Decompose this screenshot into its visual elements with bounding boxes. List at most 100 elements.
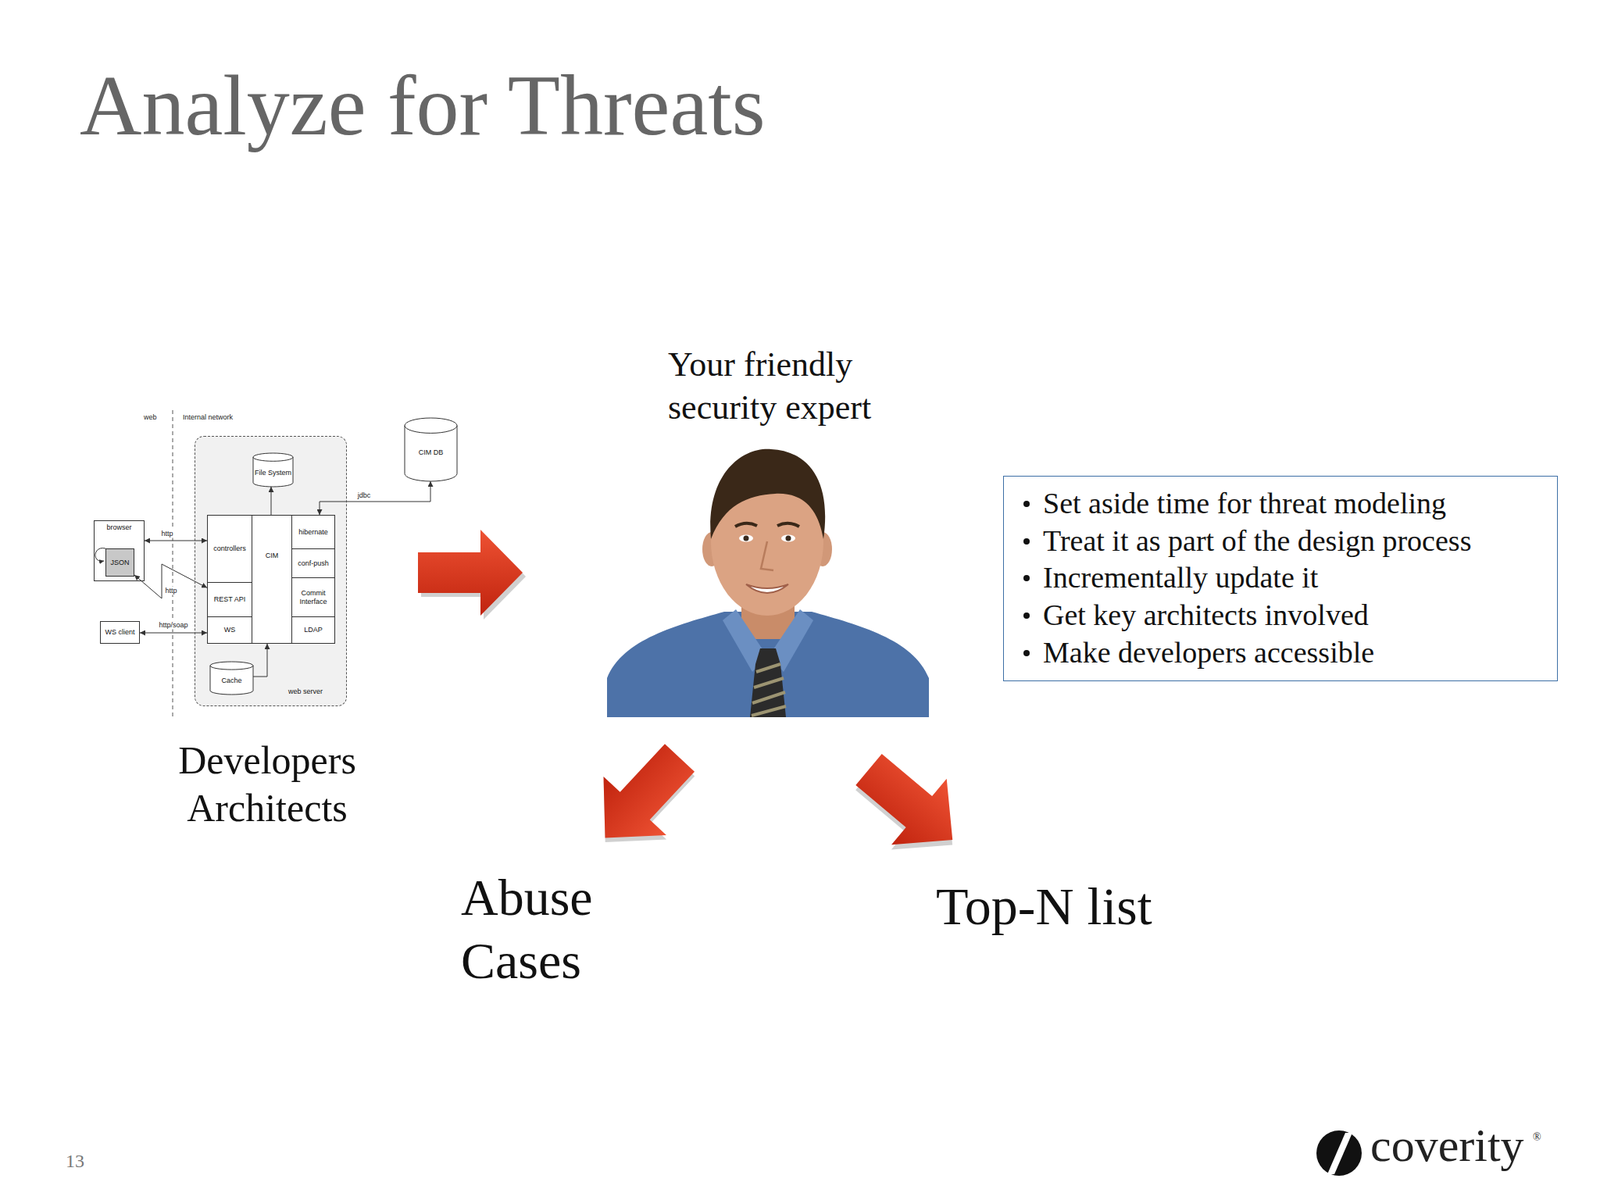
edge-label-box: http/soap (157, 621, 190, 630)
edge-layer (134, 481, 431, 677)
edge-label-box: http (159, 529, 175, 539)
component-box: REST API (207, 582, 253, 618)
zone-label: web (143, 413, 158, 422)
region-ground-layer (194, 435, 347, 707)
connector (319, 481, 431, 515)
iris (785, 535, 792, 542)
connector (139, 632, 208, 634)
bullet-dot (1023, 500, 1030, 508)
logo-circle (1316, 1130, 1362, 1176)
logo-text: coverity (1370, 1119, 1525, 1172)
nose (760, 541, 774, 571)
bullet-text: Incrementally update it (1042, 559, 1318, 597)
red-arrow (841, 736, 981, 873)
storage-cylinder: File System (253, 453, 293, 487)
output-label: Abuse Cases (460, 868, 593, 990)
tie-stripes (751, 664, 786, 716)
edge-label: jdbc (357, 491, 372, 500)
label-box: Abuse Cases (460, 865, 641, 993)
bullet-text: Get key architects involved (1042, 596, 1369, 635)
loop-arrow (95, 548, 106, 562)
node-text: web server (288, 687, 323, 697)
zone-label: Internal network (182, 413, 233, 422)
bullet-text: Treat it as part of the design process (1042, 522, 1472, 561)
bullet-dot (1023, 575, 1030, 582)
component-box: WS (207, 616, 253, 644)
tie (750, 648, 786, 718)
node-text: controllers (213, 544, 247, 554)
block-arrow (417, 529, 526, 620)
connector (144, 540, 208, 542)
eye (739, 535, 754, 543)
logo-slash (1327, 1132, 1353, 1175)
node-text: CIM (265, 551, 279, 561)
edge-label: http (160, 529, 173, 538)
role-caption: Developers Architects (178, 738, 357, 830)
bullet-dot (1023, 650, 1030, 657)
node-text: CIM DB (418, 448, 444, 458)
label-box: web (143, 412, 158, 422)
database-cylinder: CIM DB (404, 417, 458, 482)
label-box: ® (1532, 1131, 1542, 1144)
node-text: Commit Interface (293, 589, 333, 607)
bullet-row: Set aside time for threat modeling (1023, 485, 1548, 523)
node-text: browser (106, 523, 132, 533)
browser-box: browserJSON (93, 520, 145, 582)
eye (781, 535, 796, 543)
bullet-row: Incrementally update it (1023, 559, 1548, 597)
component-box: Commit Interface (291, 577, 336, 618)
bullet-dot (1023, 538, 1030, 545)
component-box: conf-push (291, 548, 336, 579)
role-caption: Your friendly security expert (667, 345, 872, 427)
red-arrow (417, 529, 523, 616)
cylinder-rim (404, 425, 458, 434)
edge-label-box: http (163, 586, 179, 596)
output-label: Top-N list (935, 876, 1153, 936)
bullet-row: Treat it as part of the design process (1023, 522, 1548, 561)
registered-mark: ® (1532, 1131, 1542, 1143)
node-text: WS client (104, 628, 135, 637)
bullet-text: Set aside time for threat modeling (1042, 485, 1447, 523)
edge-label: http/soap (158, 621, 188, 629)
node-text: JSON (110, 558, 129, 568)
node-text: WS (224, 625, 236, 635)
cylinder-rim (210, 665, 254, 670)
node-text: Cache (221, 676, 242, 686)
mouth (746, 584, 789, 593)
logo-mark (1316, 1130, 1362, 1176)
hair (710, 449, 825, 540)
edge-label-box: jdbc (356, 491, 373, 500)
node-text: hibernate (298, 528, 329, 537)
cylinder-body (404, 417, 458, 482)
iris (743, 535, 750, 542)
node-text: File System (254, 468, 292, 478)
label-box: Top-N list (935, 874, 1153, 939)
cylinder-body (253, 453, 293, 487)
connector (134, 564, 208, 599)
connector (271, 486, 272, 515)
slide-title: Analyze for Threats (79, 57, 766, 154)
component-box: LDAP (291, 616, 336, 644)
connector (253, 643, 268, 677)
bullet-row: Make developers accessible (1023, 634, 1548, 672)
page-number: 13 (65, 1150, 85, 1172)
component-box: hibernate (291, 514, 336, 550)
bullet-dot (1023, 612, 1030, 619)
label-box: 13 (65, 1150, 85, 1172)
label-box: coverity (1370, 1121, 1525, 1169)
cylinder-rim (253, 457, 293, 461)
cylinder-body (210, 661, 254, 695)
expert-photo (607, 449, 929, 718)
bullet-row: Get key architects involved (1023, 596, 1548, 635)
label-box: Developers Architects (150, 736, 385, 833)
server-region: web server File System controllersCIM hiber… (194, 435, 347, 707)
region-ground (194, 435, 347, 707)
node-text: conf-push (297, 559, 329, 568)
cache-cylinder: Cache (210, 661, 254, 695)
node-text: LDAP (303, 625, 323, 635)
component-box: controllers (207, 514, 253, 583)
node-text: REST API (214, 595, 246, 604)
label-box: Your friendly security expert (667, 342, 903, 429)
json-box: JSON (105, 548, 135, 577)
